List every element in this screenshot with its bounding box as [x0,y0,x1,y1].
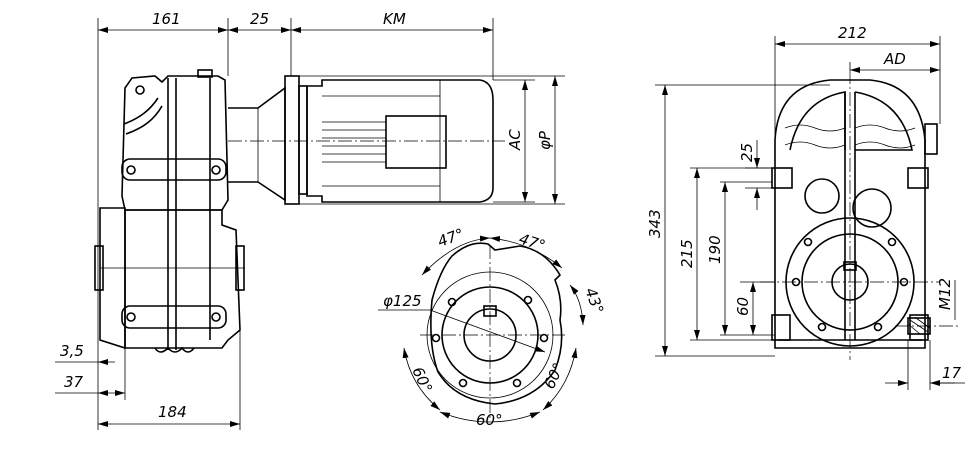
dim-phi-125: φ125 [383,292,422,310]
angle-60-right: 60° [540,360,568,392]
angle-43: 43° [581,285,607,316]
dim-17: 17 [942,364,962,382]
dim-37: 37 [64,373,84,391]
dim-25-side: 25 [738,143,756,162]
side-dimensions [655,36,965,390]
side-hole-5 [817,322,827,332]
dim-km: KM [383,10,406,28]
bolt-hole-2 [523,295,533,305]
dim-215: 215 [678,239,696,268]
dim-343: 343 [646,209,664,238]
dim-ad: AD [883,50,906,68]
bolt-hole-4 [539,333,549,343]
dim-25-top: 25 [250,10,269,28]
side-hole-1 [803,237,813,247]
thread-m12: M12 [936,278,954,310]
angle-60-bottom: 60° [476,411,503,429]
side-view [760,70,960,360]
dim-phi-p: φP [536,130,554,150]
dim-3-5: 3,5 [60,342,84,360]
dim-212: 212 [838,24,867,42]
flange-view [378,235,586,423]
bolt-hole-6 [512,378,522,388]
lug-hole-right-upper [211,165,221,175]
lug-hole-left-upper [126,165,136,175]
bolt-hole-1 [447,297,457,307]
side-hole-2 [887,237,897,247]
front-dimensions [55,18,565,430]
lug-hole-right-lower [211,312,221,322]
dim-161: 161 [152,10,181,28]
side-hole-6 [873,322,883,332]
top-hole [135,85,145,95]
dim-184: 184 [158,403,187,421]
front-view [94,69,505,353]
angle-47-left: 47° [435,225,466,251]
dimension-labels: 161 25 KM AC φP 3,5 37 184 47° 47° 43° φ… [60,10,962,429]
dim-190: 190 [706,235,724,264]
dim-60: 60 [734,297,752,316]
bolt-hole-3 [431,333,441,343]
bolt-hole-5 [458,378,468,388]
dim-ac: AC [506,129,524,151]
angle-47-right: 47° [517,230,548,255]
lug-hole-left-lower [126,312,136,322]
angle-60-left: 60° [408,364,436,396]
